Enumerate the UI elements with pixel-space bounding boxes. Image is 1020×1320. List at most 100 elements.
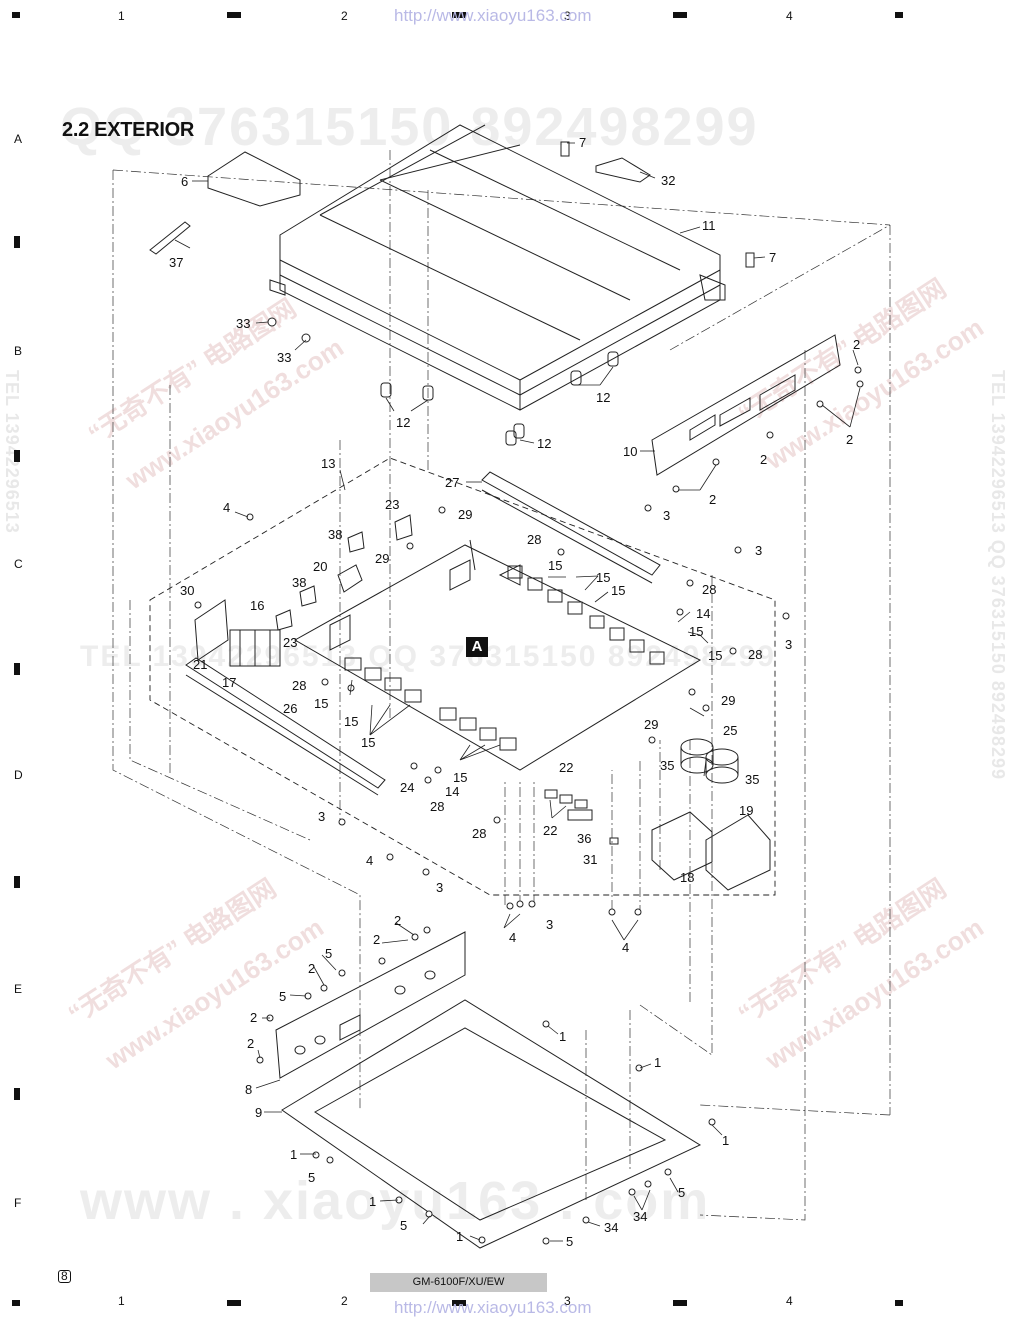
column-number: 2 [341,1294,348,1308]
callout-label: 19 [739,803,754,818]
bar-26-edge [185,674,379,796]
frame-mark [227,12,241,18]
callout-label: 29 [644,717,659,732]
callout-label: 5 [279,989,287,1004]
part-20 [337,564,363,593]
callout-label: 1 [369,1194,377,1209]
footer-url[interactable]: http://www.xiaoyu163.com [394,1298,592,1317]
callout-label: 15 [689,624,704,639]
callout-label: 28 [430,799,445,814]
frame-mark [14,450,20,462]
callout-label: 14 [696,606,711,621]
callout-label: 12 [596,390,611,405]
callout-label: 33 [277,350,292,365]
callout-label: 12 [537,436,552,451]
column-number: 4 [786,1294,793,1308]
callout-label: 29 [375,551,390,566]
bottom-cover-9 [281,999,702,1249]
callout-label: 28 [292,678,307,693]
callout-label: 3 [436,880,444,895]
capacitors-25 [680,738,739,784]
callout-label: 35 [745,772,760,787]
callout-label: 5 [325,946,333,961]
callout-label: 5 [308,1170,316,1185]
callout-label: 9 [255,1105,263,1120]
callout-label: 15 [344,714,359,729]
frame-mark [895,1300,903,1306]
callout-label: 13 [321,456,336,471]
frame-mark [12,1300,20,1306]
frame-mark [673,12,687,18]
callout-label: 2 [308,961,316,976]
frame-mark [227,1300,241,1306]
callout-label: 30 [180,583,195,598]
cover-plate-6 [207,151,301,207]
strip-37 [149,221,191,255]
callout-label: 31 [583,852,598,867]
callout-label: 3 [663,508,671,523]
callout-label: 28 [527,532,542,547]
callout-label: 34 [604,1220,619,1235]
callout-label: 15 [611,583,626,598]
bar-26 [185,657,386,789]
callout-label: 5 [566,1234,574,1249]
callout-label: 8 [245,1082,253,1097]
callout-label: 7 [769,250,777,265]
guide-lines [112,150,891,1221]
frame-mark [673,1300,687,1306]
side-plate-8 [275,931,466,1079]
callout-label: 6 [181,174,189,189]
model-name: GM-6100F/XU/EW [370,1273,547,1292]
callout-label: 23 [283,635,298,650]
callout-label: 21 [193,657,208,672]
callout-label: 28 [472,826,487,841]
callout-label: 12 [396,415,411,430]
callout-label: 1 [722,1133,730,1148]
callout-label: 32 [661,173,676,188]
column-number: 3 [564,9,571,23]
callout-label: 1 [559,1029,567,1044]
bar-27 [481,471,661,576]
callout-label: 1 [290,1147,298,1162]
callout-label: 3 [755,543,763,558]
callout-label: 3 [318,809,326,824]
column-number: 3 [564,1294,571,1308]
callout-label: 2 [760,452,768,467]
row-letter: D [14,768,23,782]
callout-label: 38 [292,575,307,590]
callout-label: 4 [509,930,517,945]
board-marker: A [466,637,488,657]
callout-label: 17 [222,675,237,690]
clip-38 [347,531,365,553]
row-letter: A [14,132,23,146]
standoff-7 [745,252,755,268]
callout-label: 5 [400,1218,408,1233]
row-letter: E [14,982,23,996]
callout-label: 2 [709,492,717,507]
column-number: 2 [341,9,348,23]
callout-label: 27 [445,475,460,490]
callout-label: 2 [846,432,854,447]
strip-32 [595,157,651,183]
frame-mark [14,1088,20,1100]
transistor-row [344,565,665,751]
callout-label: 2 [394,913,402,928]
frame-mark [14,876,20,888]
watermark-qq: QQ 376315150 892498299 [60,97,759,157]
watermark-tel: TEL 13942296513 QQ 376315150 892498299 [80,640,776,673]
leader-lines [174,142,861,1242]
frame-mark [12,12,20,18]
callout-label: 1 [654,1055,662,1070]
clip-38 [299,585,317,607]
callout-label: 15 [548,558,563,573]
callout-label: 3 [546,917,554,932]
callout-label: 23 [385,497,400,512]
frame-mark [14,236,20,248]
callout-label: 2 [250,1010,258,1025]
callout-label: 29 [458,507,473,522]
row-letter: C [14,557,23,571]
header-url[interactable]: http://www.xiaoyu163.com [394,6,592,25]
callout-label: 38 [328,527,343,542]
callout-label: 14 [445,784,460,799]
